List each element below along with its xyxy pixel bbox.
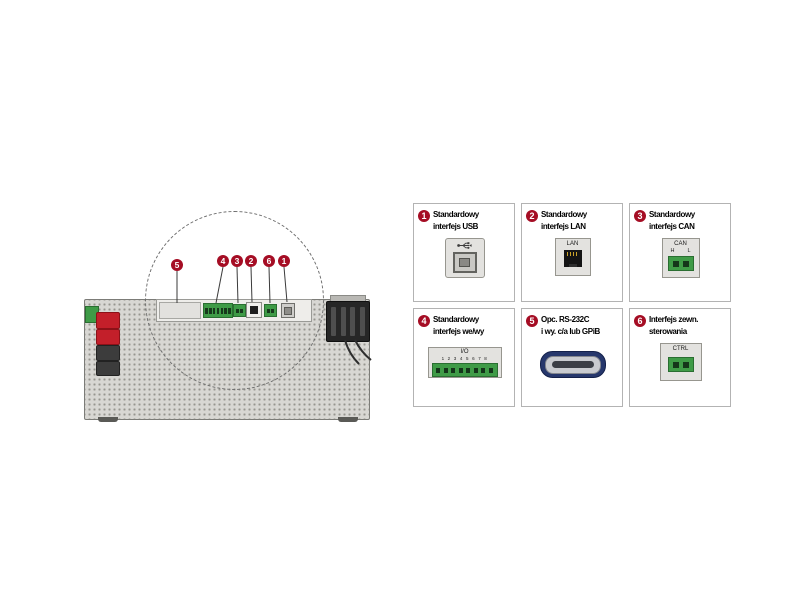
gpib-connector-shell xyxy=(539,351,606,378)
legend-card-usb: 1 Standardowy interfejs USB xyxy=(413,203,515,302)
ctrl-port-image: CTRL xyxy=(634,343,727,381)
legend-card-header: 6 Interfejs zewn. sterowania xyxy=(634,314,727,338)
lan-port-label: LAN xyxy=(566,241,579,247)
ctrl-port-label: CTRL xyxy=(672,346,689,352)
legend-card-io: 4 Standardowy interfejs we/wy I/O 123456… xyxy=(413,308,515,407)
rj45-jack xyxy=(563,250,582,267)
legend-card-label: Standardowy interfejs LAN xyxy=(541,210,587,231)
lan-port-image: LAN xyxy=(526,238,619,276)
legend-card-ctrl: 6 Interfejs zewn. sterowania CTRL xyxy=(629,308,731,407)
usb-b-socket xyxy=(452,252,477,273)
legend-badge-5: 5 xyxy=(526,315,538,327)
panel-callout-3: 3 xyxy=(231,255,243,267)
can-terminal-block xyxy=(667,256,694,271)
legend-card-header: 5 Opc. RS-232C i wy. c/a lub GPiB xyxy=(526,314,619,338)
legend-card-header: 4 Standardowy interfejs we/wy xyxy=(418,314,511,338)
legend-badge-6: 6 xyxy=(634,315,646,327)
legend-badge-4: 4 xyxy=(418,315,430,327)
legend-card-label: Standardowy interfejs USB xyxy=(433,210,479,231)
legend-card-label: Interfejs zewn. sterowania xyxy=(649,315,699,336)
io-port-image: I/O 12345678 xyxy=(418,343,511,378)
dc-output-busbar-negative xyxy=(96,345,120,361)
io-pin-numbers: 12345678 xyxy=(441,356,491,361)
can-port-image: CAN H L xyxy=(634,238,727,278)
panel-foot-right xyxy=(338,417,358,422)
legend-card-label: Opc. RS-232C i wy. c/a lub GPiB xyxy=(541,315,600,336)
legend-card-can: 3 Standardowy interfejs CAN CAN H L xyxy=(629,203,731,302)
panel-callout-1: 1 xyxy=(278,255,290,267)
panel-callout-5: 5 xyxy=(171,259,183,271)
panel-callout-4: 4 xyxy=(217,255,229,267)
panel-foot-left xyxy=(98,417,118,422)
highlight-circle xyxy=(145,211,324,390)
legend-card-header: 3 Standardowy interfejs CAN xyxy=(634,209,727,233)
usb-port-image xyxy=(418,238,511,278)
ac-input-terminal-block xyxy=(326,301,370,342)
legend-badge-2: 2 xyxy=(526,210,538,222)
legend-card-label: Standardowy interfejs CAN xyxy=(649,210,695,231)
legend-card-gpib: 5 Opc. RS-232C i wy. c/a lub GPiB xyxy=(521,308,623,407)
legend-badge-3: 3 xyxy=(634,210,646,222)
usb-icon xyxy=(457,242,472,249)
dc-output-busbar-negative-2 xyxy=(96,361,120,376)
panel-callout-6: 6 xyxy=(263,255,275,267)
gpib-port-image xyxy=(526,343,619,378)
can-pin-labels: H L xyxy=(670,248,691,254)
io-port-label: I/O xyxy=(460,349,469,355)
ctrl-terminal-block xyxy=(667,357,694,372)
io-terminal-block xyxy=(431,363,498,377)
panel-callout-2: 2 xyxy=(245,255,257,267)
legend-card-lan: 2 Standardowy interfejs LAN LAN xyxy=(521,203,623,302)
dc-output-busbar-positive xyxy=(96,312,120,329)
legend-card-header: 1 Standardowy interfejs USB xyxy=(418,209,511,233)
legend-card-label: Standardowy interfejs we/wy xyxy=(433,315,484,336)
legend-badge-1: 1 xyxy=(418,210,430,222)
legend-card-header: 2 Standardowy interfejs LAN xyxy=(526,209,619,233)
can-port-label: CAN xyxy=(674,241,687,247)
dc-output-busbar-positive-2 xyxy=(96,329,120,345)
